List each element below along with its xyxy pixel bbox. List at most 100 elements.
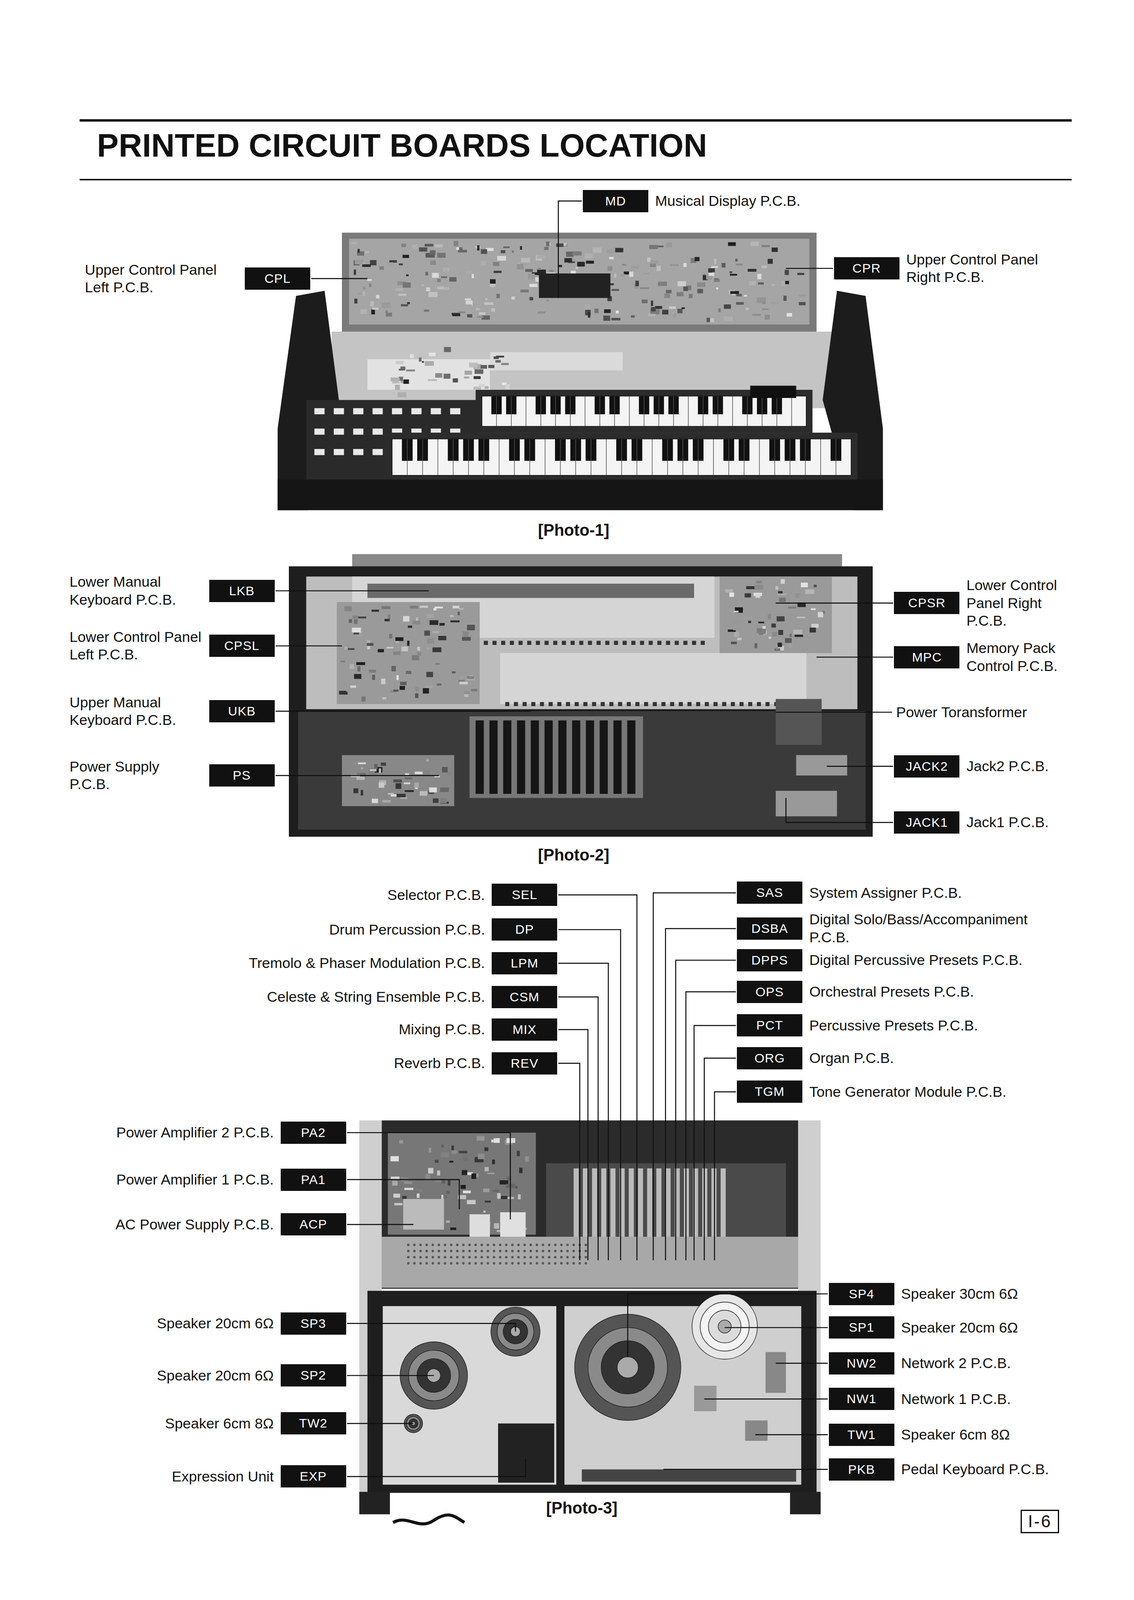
pcb-component <box>378 768 381 774</box>
pcb-component <box>426 671 434 677</box>
part-description: Lower Control Panel Right P.C.B. <box>966 576 1079 630</box>
leader-line <box>347 1323 516 1332</box>
pcb-component <box>778 629 784 636</box>
pcb-component <box>771 247 778 253</box>
grille-hole <box>474 1243 478 1247</box>
pcb-component <box>398 263 403 266</box>
callout-code: PCT <box>756 1018 784 1033</box>
pcb-component <box>441 1144 444 1148</box>
callout-code: LKB <box>228 583 255 599</box>
callout-box: PKBPedal Keyboard P.C.B. <box>828 1458 1049 1481</box>
pcb-component <box>476 1136 485 1141</box>
pcb-component <box>351 627 361 633</box>
pcb-component <box>768 636 772 639</box>
leader-line <box>347 1422 414 1424</box>
grille-hole <box>419 1249 422 1253</box>
grille-hole <box>406 1243 410 1247</box>
code-badge: ORG <box>736 1047 803 1070</box>
power-cord <box>392 1514 465 1524</box>
callout-code: PA1 <box>300 1172 326 1188</box>
callout-box: CPRUpper Control Panel Right P.C.B. <box>834 250 1060 287</box>
pcb-component <box>417 647 420 651</box>
leader-line <box>675 960 737 1261</box>
callout-code: PA2 <box>300 1125 326 1140</box>
pcb-component <box>647 314 656 317</box>
leader-line <box>665 928 737 1261</box>
key-gap <box>789 438 790 476</box>
pcb-component <box>484 1147 489 1152</box>
callout-code: JACK1 <box>905 815 948 830</box>
key-gap <box>621 438 622 476</box>
pcb-component <box>388 792 395 795</box>
pcb-component <box>649 244 658 250</box>
key-gap <box>422 438 423 476</box>
pcb-component <box>395 361 404 365</box>
grille-hole <box>480 1249 484 1253</box>
pcb-component <box>754 643 757 649</box>
pcb-component <box>437 252 446 259</box>
grille-hole <box>413 1249 416 1253</box>
pcb-component <box>697 288 703 294</box>
pcb-component <box>451 1150 457 1155</box>
pcb-component <box>776 616 785 622</box>
key-gap <box>529 438 530 476</box>
pcb-component <box>384 618 390 622</box>
keyboard <box>481 395 807 427</box>
grille-hole <box>498 1243 502 1247</box>
pcb-component <box>725 589 734 593</box>
pcb-component <box>401 646 408 652</box>
pcb-component <box>421 284 425 287</box>
circuit-card <box>585 720 594 795</box>
part-description: Speaker 20cm 6Ω <box>901 1318 1019 1337</box>
pcb-component <box>360 289 369 292</box>
pcb-component <box>427 379 437 381</box>
page-title: PRINTED CIRCUIT BOARDS LOCATION <box>97 126 708 164</box>
pcb-component <box>615 310 619 314</box>
pcb-component <box>668 306 676 309</box>
callout-box: Power Amplifier 1 P.C.B.PA1 <box>116 1168 347 1191</box>
callout-code: PKB <box>848 1462 876 1477</box>
key-gap <box>544 438 546 476</box>
leader-line <box>558 997 599 1261</box>
pcb-component <box>501 1196 508 1200</box>
pcb-component <box>427 638 435 645</box>
pcb-component <box>449 277 457 282</box>
grille-hole <box>492 1261 496 1265</box>
key-gap <box>761 395 763 427</box>
pcb-component <box>798 302 806 306</box>
pcb-component <box>398 293 407 296</box>
panel-button <box>430 408 442 415</box>
pcb-component <box>458 1150 468 1154</box>
part-description: Speaker 6cm 8Ω <box>901 1425 1010 1444</box>
pcb-component <box>402 282 411 288</box>
pcb-component <box>466 676 475 680</box>
pcb-component <box>378 782 385 788</box>
grille-hole <box>541 1261 545 1265</box>
callout-code: ORG <box>754 1050 785 1066</box>
grille-hole <box>560 1249 563 1253</box>
pcb-component <box>419 791 428 796</box>
grille-hole <box>535 1255 539 1259</box>
pcb-component <box>764 314 770 320</box>
code-badge: CPL <box>244 267 311 290</box>
pcb-component <box>368 669 377 673</box>
grille-hole <box>419 1243 422 1247</box>
pcb-component <box>429 787 437 793</box>
pcb-component <box>399 685 405 690</box>
leader-line <box>775 711 893 713</box>
pcb-component <box>736 302 744 305</box>
pcb-component <box>730 622 740 627</box>
part-description: Selector P.C.B. <box>387 886 485 904</box>
contact <box>704 702 710 707</box>
pcb-component <box>471 688 478 692</box>
contact <box>614 641 619 646</box>
callout-code: NW2 <box>846 1356 877 1371</box>
pcb-component <box>497 1193 501 1199</box>
pcb-component <box>762 626 766 629</box>
part-description: Network 1 P.C.B. <box>901 1390 1011 1408</box>
grille-hole <box>492 1249 496 1253</box>
contact <box>583 702 588 707</box>
pcb-component <box>709 317 715 323</box>
contact <box>640 641 645 646</box>
pcb-component <box>385 310 389 313</box>
